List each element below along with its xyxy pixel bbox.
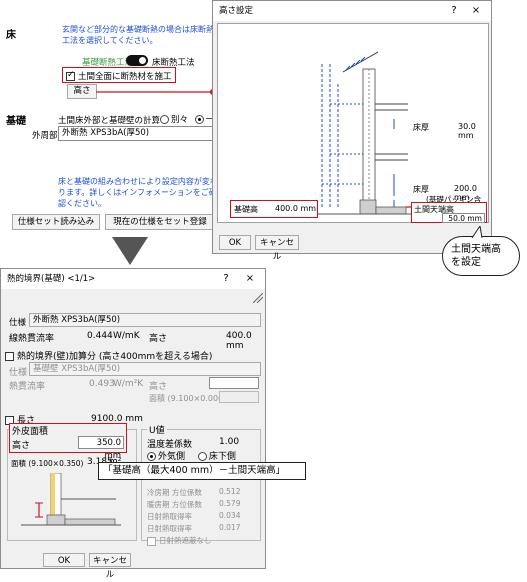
radio-outer-air[interactable]	[147, 452, 156, 461]
earth-height-label: 土間天端高	[414, 205, 454, 214]
outer-spec-field[interactable]: 外断熱 XPS3bA(厚50)	[58, 126, 215, 141]
earth-insulation-checkbox[interactable]	[66, 70, 75, 81]
heat-label: 暖房期 方位係数	[147, 500, 202, 509]
connector-line	[96, 89, 216, 95]
height-dialog-titlebar: 高さ設定 ? ×	[213, 1, 491, 21]
solar-value: 0.034	[219, 511, 241, 520]
combination-note: 床と基礎の組み合わせにより設定内容が変わります。詳しくはインフォメーションをご確…	[58, 177, 218, 208]
base-height-label: 基礎高	[234, 205, 258, 214]
foundation-diagram	[21, 473, 121, 526]
callout-earth-height: 土間天端高 を設定	[442, 236, 520, 276]
temp-value: 1.00	[219, 437, 240, 447]
callout-pointer	[471, 226, 483, 238]
floor-thickness-label: 床厚	[413, 123, 429, 132]
load-spec-set-button[interactable]: 仕様セット読み込み	[12, 214, 100, 230]
ext-area-label: 面積 (9.100×0.350)	[11, 459, 84, 468]
height-cancel-button[interactable]: キャンセル	[255, 235, 299, 262]
earth-height-input[interactable]: 50.0 mm	[442, 213, 485, 223]
section-diagram	[318, 51, 423, 215]
temp-label: 温度差係数	[147, 440, 193, 450]
cool-label: 冷房期 方位係数	[147, 488, 202, 497]
add-wall-checkbox[interactable]	[5, 352, 14, 361]
thermal-help-button[interactable]: ?	[223, 273, 229, 284]
height-button[interactable]: 高さ	[67, 84, 97, 99]
spec2-label: 仕様	[9, 368, 28, 378]
u-value-group	[141, 429, 261, 541]
radio-outer-label: 外気側	[158, 452, 186, 462]
radio-separate[interactable]	[160, 115, 169, 124]
thermal-cancel-button[interactable]: キャンセル	[89, 553, 131, 580]
floor-thickness2-label: 床厚	[413, 185, 429, 194]
u-group-label: U値	[147, 423, 167, 436]
radio-underfloor[interactable]	[197, 452, 207, 461]
outer-label: 外周部	[32, 131, 58, 141]
linear-value: 0.444	[87, 331, 113, 341]
shade-label: 日射熱遮蔽なし	[159, 536, 212, 545]
height-settings-dialog: 高さ設定 ? ×	[212, 0, 492, 262]
solar-label: 日射熱取得率	[147, 512, 192, 521]
ext-height-input[interactable]: 350.0 mm	[78, 436, 124, 461]
height-ok-button[interactable]: OK	[219, 235, 251, 250]
register-spec-set-button[interactable]: 現在の仕様をセット登録	[105, 214, 215, 230]
exposure-radio-group: 外気側 床下側	[147, 449, 236, 462]
floor-section-label: 床	[6, 30, 16, 41]
close-button[interactable]: ×	[471, 5, 481, 16]
base-height-box: 基礎高 400.0 mm	[230, 200, 318, 218]
exterior-height-highlight: 外皮面積 高さ 350.0 mm	[9, 423, 127, 461]
thermal-boundary-dialog: 熱的境界(基礎) <1/1> ? × 仕様 外断熱 XPS3bA(厚50) 線熱…	[0, 268, 266, 580]
down-arrow-icon	[112, 237, 148, 265]
toggle-left-label: 基礎断熱工法	[82, 58, 134, 68]
height-diagram-panel: 床厚 30.0 mm 床厚 200.0 mm (基礎パッキン含む) 基礎高 40…	[217, 23, 489, 223]
thermal-titlebar: 熱的境界(基礎) <1/1> ? ×	[1, 269, 265, 289]
spec-selector[interactable]: 外断熱 XPS3bA(厚50)	[29, 313, 261, 327]
height-dialog-title: 高さ設定	[219, 6, 254, 16]
height-value: 400.0 mm	[226, 331, 252, 351]
shade-checkbox[interactable]	[147, 536, 156, 546]
floor-thickness-value: 30.0 mm	[458, 122, 476, 140]
floor-note: 玄関など部分的な基礎断熱の場合は床断熱工法を選択してください。	[62, 25, 214, 45]
radio-separate-label: 別々	[171, 115, 189, 125]
radio-together[interactable]	[194, 115, 204, 124]
thermal-close-button[interactable]: ×	[245, 273, 255, 284]
cool-value: 0.512	[219, 487, 241, 496]
u-value: 0.493	[89, 379, 115, 389]
solar2-label: 日射熱取得率	[147, 524, 192, 533]
spec-label: 仕様	[9, 318, 27, 328]
exterior-group-label: 外皮面積	[12, 427, 49, 437]
floor-settings-panel: 床 玄関など部分的な基礎断熱の場合は床断熱工法を選択してください。 基礎断熱工法…	[0, 0, 222, 236]
add-wall-label: 熱的境界(壁)加算分 (高さ400mmを超える場合)	[17, 352, 213, 362]
solar2-value: 0.017	[219, 523, 241, 532]
height-label: 高さ	[149, 334, 168, 344]
add-wall-row[interactable]: 熱的境界(壁)加算分 (高さ400mmを超える場合)	[5, 349, 212, 362]
thermal-ok-button[interactable]: OK	[43, 553, 85, 567]
thermal-title: 熱的境界(基礎) <1/1>	[7, 274, 96, 284]
spec2-selector[interactable]: 基礎壁 XPS3bA(厚50)	[29, 362, 261, 376]
length-value: 9100.0 mm	[91, 414, 143, 424]
resize-icon	[253, 293, 263, 303]
calc-label: 土間床外部と基礎壁の計算	[58, 116, 161, 126]
callout-formula: 「基礎高（最大400 mm）－土間天端高」	[98, 462, 306, 480]
heat-value: 0.579	[219, 499, 241, 508]
shade-row[interactable]: 日射熱遮蔽なし	[147, 535, 212, 546]
floor-thickness2-value: 200.0 mm	[454, 184, 477, 202]
foundation-section-label: 基礎	[6, 116, 26, 127]
toggle-right-label: 床断熱工法	[152, 58, 195, 68]
u-unit: W/m²K	[113, 379, 144, 389]
roof-tiles-icon	[345, 56, 366, 71]
area-label: 面積 (9.100×0.000)	[149, 394, 227, 403]
earth-insulation-check-row[interactable]: 土間全面に断熱材を施工する	[62, 67, 176, 94]
linear-unit: W/mK	[113, 331, 140, 341]
help-button[interactable]: ?	[451, 5, 457, 16]
ext-height-label: 高さ	[12, 441, 31, 451]
u-label: 熱貫流率	[9, 382, 46, 392]
linear-label: 線熱貫流率	[9, 334, 55, 344]
length-label: 長さ	[17, 416, 36, 426]
base-height-value: 400.0 mm	[275, 204, 317, 213]
earth-height-box: 土間天端高 50.0 mm	[411, 202, 487, 223]
area-field	[219, 391, 259, 403]
height2-label: 高さ	[149, 382, 168, 392]
height2-input[interactable]	[209, 377, 259, 389]
radio-under-label: 床下側	[208, 452, 236, 462]
floor-method-toggle[interactable]	[126, 55, 148, 66]
